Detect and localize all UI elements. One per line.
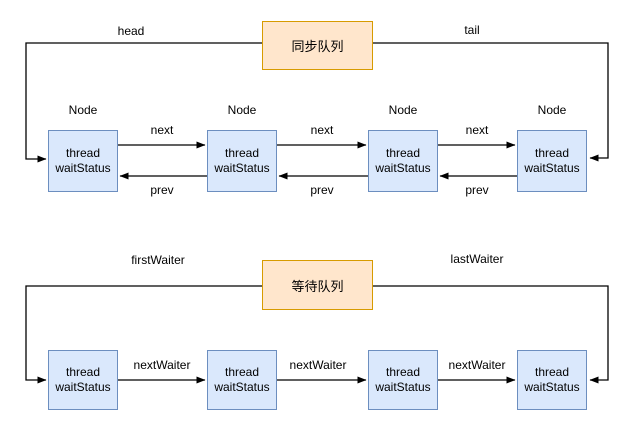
last-waiter-pointer-label: lastWaiter: [450, 252, 504, 266]
sync-prev-label-3: prev: [465, 183, 489, 197]
sync-node-2-thread: thread: [224, 146, 260, 160]
sync-prev-label-2: prev: [310, 183, 334, 197]
wait-node-3: thread waitStatus: [368, 350, 438, 410]
head-pointer-label: head: [117, 24, 145, 38]
wait-node-1-waitstatus: waitStatus: [55, 380, 111, 394]
sync-prev-label-1: prev: [150, 183, 174, 197]
sync-node-2: thread waitStatus: [207, 130, 277, 192]
wait-first-connector: [25, 285, 262, 384]
wait-next-label-2: nextWaiter: [289, 358, 347, 372]
sync-node-2-waitstatus: waitStatus: [214, 161, 270, 175]
tail-pointer-label: tail: [464, 23, 480, 37]
sync-node-1-thread: thread: [65, 146, 101, 160]
wait-node-3-waitstatus: waitStatus: [375, 380, 431, 394]
wait-node-4-waitstatus: waitStatus: [524, 380, 580, 394]
sync-node-title-2: Node: [227, 103, 257, 117]
sync-next-label-3: next: [465, 123, 489, 137]
wait-node-2: thread waitStatus: [207, 350, 277, 410]
sync-node-4: thread waitStatus: [517, 130, 587, 192]
sync-next-label-1: next: [150, 123, 174, 137]
sync-node-title-1: Node: [68, 103, 98, 117]
sync-node-3: thread waitStatus: [368, 130, 438, 192]
wait-queue-title-box: 等待队列: [262, 260, 373, 310]
wait-node-3-thread: thread: [385, 365, 421, 379]
sync-head-connector: [25, 42, 262, 163]
sync-node-3-thread: thread: [385, 146, 421, 160]
wait-next-label-1: nextWaiter: [133, 358, 191, 372]
sync-node-title-4: Node: [537, 103, 567, 117]
wait-node-2-waitstatus: waitStatus: [214, 380, 270, 394]
wait-node-4: thread waitStatus: [517, 350, 587, 410]
wait-node-1-thread: thread: [65, 365, 101, 379]
first-waiter-pointer-label: firstWaiter: [131, 253, 185, 267]
wait-node-2-thread: thread: [224, 365, 260, 379]
sync-queue-title: 同步队列: [291, 39, 344, 54]
sync-next-label-2: next: [310, 123, 334, 137]
sync-node-4-thread: thread: [534, 146, 570, 160]
wait-next-label-3: nextWaiter: [448, 358, 506, 372]
sync-node-1-waitstatus: waitStatus: [55, 161, 111, 175]
sync-node-1: thread waitStatus: [48, 130, 118, 192]
wait-node-4-thread: thread: [534, 365, 570, 379]
sync-tail-connector: [373, 42, 609, 162]
wait-node-1: thread waitStatus: [48, 350, 118, 410]
sync-node-3-waitstatus: waitStatus: [375, 161, 431, 175]
sync-queue-title-box: 同步队列: [262, 21, 373, 70]
sync-node-title-3: Node: [388, 103, 418, 117]
wait-last-connector: [373, 285, 609, 384]
sync-node-4-waitstatus: waitStatus: [524, 161, 580, 175]
wait-queue-title: 等待队列: [291, 278, 344, 294]
